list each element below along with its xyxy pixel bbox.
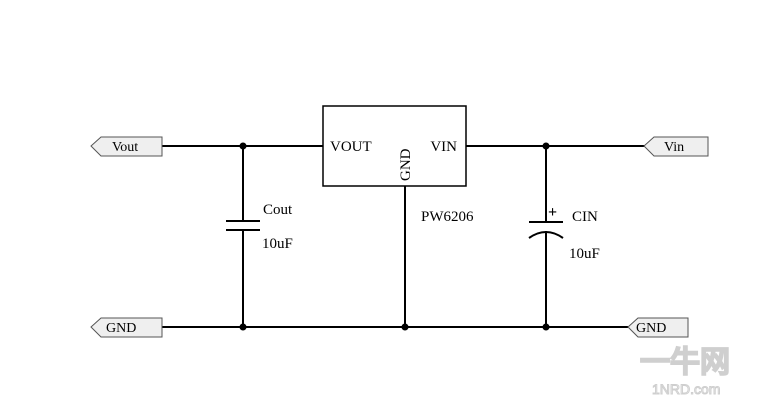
junction-dot (401, 323, 409, 331)
ic-pin-vout: VOUT (330, 139, 372, 155)
cin-polarity-mark: + (548, 204, 557, 221)
vout-port-label: Vout (112, 140, 138, 155)
ic-part-number: PW6206 (421, 209, 474, 225)
junction-dot (542, 142, 550, 150)
gnd-left-port-flag (90, 317, 163, 338)
ic-body (322, 105, 467, 187)
vout-port-flag (90, 136, 163, 157)
watermark-logo: 一牛网 (640, 346, 730, 379)
junction-dot (239, 323, 247, 331)
cin-name: CIN (572, 209, 598, 225)
junction-dot (542, 323, 550, 331)
ic-pin-vin: VIN (430, 139, 457, 155)
junction-dot (239, 142, 247, 150)
vin-port-label: Vin (664, 140, 684, 155)
watermark-url: 1NRD.com (652, 381, 720, 397)
ic-pin-gnd: GND (398, 148, 414, 181)
gnd-right-port-label: GND (636, 321, 666, 336)
cin-value: 10uF (569, 246, 600, 262)
vin-port-flag (643, 136, 709, 157)
gnd-right-port-flag (627, 317, 689, 338)
cout-value: 10uF (262, 236, 293, 252)
cout-name: Cout (263, 202, 293, 218)
gnd-left-port-label: GND (106, 321, 136, 336)
